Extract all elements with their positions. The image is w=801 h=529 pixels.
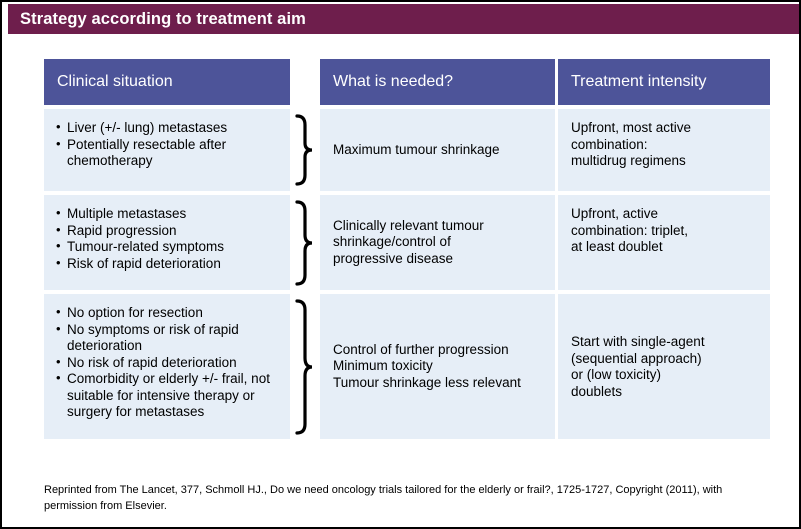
column-header-what-is-needed: What is needed? — [320, 59, 555, 105]
text-line: doublets — [571, 383, 623, 399]
text-line: Control of further progression — [333, 341, 509, 357]
list-item: Rapid progression — [56, 222, 282, 240]
header-divider — [555, 59, 558, 105]
right-curly-brace-icon — [290, 294, 320, 439]
cell-what-is-needed: Clinically relevant tumour shrinkage/con… — [320, 195, 555, 290]
bullet-list: Liver (+/- lung) metastases Potentially … — [56, 119, 282, 170]
cell-what-is-needed: Control of further progression Minimum t… — [320, 294, 555, 439]
page-title: Strategy according to treatment aim — [20, 9, 306, 28]
text-line: combination: — [571, 136, 648, 152]
text-line: at least doublet — [571, 239, 663, 254]
right-curly-brace-icon — [290, 109, 320, 191]
list-item: No risk of rapid deterioration — [56, 354, 282, 372]
list-item: Liver (+/- lung) metastases — [56, 119, 282, 137]
text-line: Start with single-agent — [571, 334, 705, 349]
cell-what-is-needed: Maximum tumour shrinkage — [320, 109, 555, 191]
text-line: combination: triplet, — [571, 222, 689, 238]
cell-clinical-situation: No option for resection No symptoms or r… — [44, 294, 290, 439]
bullet-list: No option for resection No symptoms or r… — [56, 304, 282, 421]
table-header-row: Clinical situation What is needed? Treat… — [44, 59, 770, 105]
text-line: Tumour shrinkage less relevant — [333, 374, 521, 390]
list-item: Potentially resectable after chemotherap… — [56, 136, 282, 170]
text-line: shrinkage/control of — [333, 234, 451, 250]
table-row: Liver (+/- lung) metastases Potentially … — [44, 109, 770, 191]
text-line: Minimum toxicity — [333, 358, 433, 374]
list-item: Multiple metastases — [56, 205, 282, 223]
cell-clinical-situation: Multiple metastases Rapid progression Tu… — [44, 195, 290, 290]
column-header-treatment-intensity: Treatment intensity — [558, 59, 770, 105]
table-row: Multiple metastases Rapid progression Tu… — [44, 195, 770, 290]
text-line: or (low toxicity) — [571, 367, 662, 382]
list-item: Risk of rapid deterioration — [56, 255, 282, 273]
table-row: No option for resection No symptoms or r… — [44, 294, 770, 439]
list-item: Tumour-related symptoms — [56, 238, 282, 256]
text-line: Clinically relevant tumour — [333, 217, 484, 233]
list-item: Comorbidity or elderly +/- frail, not su… — [56, 370, 282, 421]
text-line: progressive disease — [333, 250, 454, 266]
text-line: Upfront, active — [571, 206, 659, 221]
column-header-clinical-situation: Clinical situation — [44, 59, 290, 105]
cell-treatment-intensity: Upfront, most active combination: multid… — [558, 109, 770, 191]
cell-clinical-situation: Liver (+/- lung) metastases Potentially … — [44, 109, 290, 191]
text-line: (sequential approach) — [571, 350, 702, 366]
text-line: Upfront, most active — [571, 120, 692, 135]
cell-treatment-intensity: Upfront, active combination: triplet, at… — [558, 195, 770, 290]
column-divider — [555, 109, 558, 191]
slide-title-bar: Strategy according to treatment aim — [8, 4, 799, 34]
cell-treatment-intensity: Start with single-agent (sequential appr… — [558, 294, 770, 439]
list-item: No symptoms or risk of rapid deteriorati… — [56, 321, 282, 355]
column-divider — [555, 195, 558, 290]
text-line: multidrug regimens — [571, 153, 686, 168]
right-curly-brace-icon — [290, 195, 320, 290]
strategy-table: Clinical situation What is needed? Treat… — [44, 59, 770, 459]
header-spacer — [290, 59, 320, 105]
text-line: Maximum tumour shrinkage — [333, 141, 500, 157]
list-item: No option for resection — [56, 304, 282, 322]
citation-text: Reprinted from The Lancet, 377, Schmoll … — [44, 484, 723, 512]
column-divider — [555, 294, 558, 439]
bullet-list: Multiple metastases Rapid progression Tu… — [56, 205, 282, 273]
